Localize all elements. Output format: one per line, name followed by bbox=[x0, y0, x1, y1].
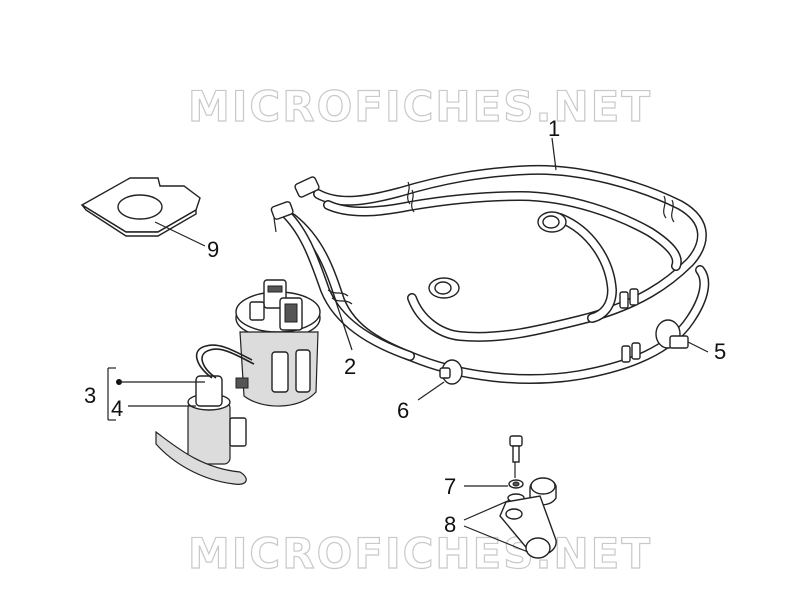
callout-7: 7 bbox=[444, 474, 456, 499]
callout-1: 1 bbox=[548, 116, 560, 141]
mounting-bracket bbox=[499, 435, 557, 559]
callout-3: 3 bbox=[84, 383, 96, 408]
leader-6 bbox=[417, 381, 445, 401]
fuel-pump-assembly bbox=[155, 279, 321, 485]
callout-5: 5 bbox=[714, 339, 726, 364]
callout-6: 6 bbox=[397, 398, 409, 423]
watermark-bottom: MICROFICHES.NET bbox=[188, 529, 652, 578]
leader-9 bbox=[154, 221, 206, 247]
leader-2 bbox=[335, 301, 353, 351]
callout-9: 9 bbox=[207, 237, 219, 262]
fuel-hose-assembly bbox=[270, 164, 710, 384]
callout-8: 8 bbox=[444, 512, 456, 537]
callout-2: 2 bbox=[344, 354, 356, 379]
leader-1 bbox=[551, 137, 557, 171]
gasket-plate bbox=[80, 177, 201, 237]
callout-4: 4 bbox=[111, 396, 123, 421]
leader-8a bbox=[463, 499, 511, 521]
hose-clamp bbox=[439, 359, 463, 385]
watermark-top: MICROFICHES.NET bbox=[188, 82, 652, 131]
leader-8b bbox=[463, 525, 529, 553]
leader-5 bbox=[687, 341, 709, 353]
bracket-3-4 bbox=[107, 367, 205, 421]
